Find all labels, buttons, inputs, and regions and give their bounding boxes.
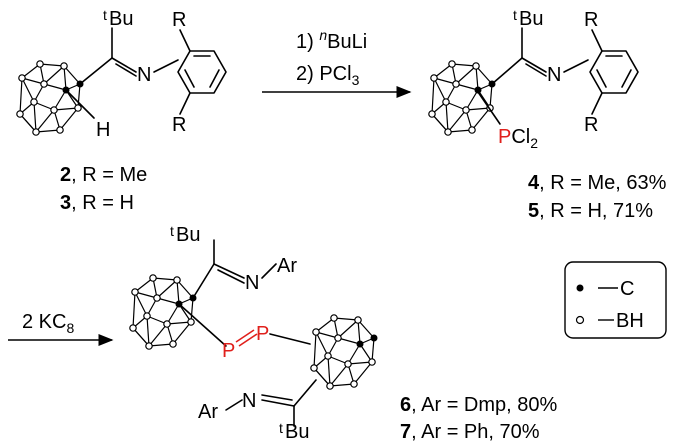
compound-5-label: 5, R = H, 71% bbox=[528, 200, 653, 222]
n-atom-3: N bbox=[245, 272, 259, 294]
compound-2-3-structure bbox=[16, 27, 227, 136]
n-atom-4: N bbox=[242, 390, 256, 412]
r-bottom-2: R bbox=[584, 114, 598, 136]
ar-top: Ar bbox=[277, 255, 297, 277]
compound-2-label: 2, R = Me bbox=[60, 164, 147, 186]
tbu-sup-4: t bbox=[279, 420, 283, 436]
carbon-dot-icon bbox=[576, 284, 584, 292]
legend-carbon: C bbox=[620, 278, 634, 300]
tbu-label-1: Bu bbox=[109, 8, 133, 30]
compound-6-7-structure bbox=[129, 239, 379, 427]
compound-4-5-structure bbox=[428, 27, 639, 136]
tbu-label-3: Bu bbox=[176, 224, 200, 246]
reagent-1: 1) nBuLi bbox=[296, 27, 367, 53]
reagent-2: 2) PCl3 bbox=[296, 63, 360, 88]
compound-4-label: 4, R = Me, 63% bbox=[528, 172, 667, 194]
compound-6-label: 6, Ar = Dmp, 80% bbox=[400, 394, 558, 416]
h-atom: H bbox=[96, 119, 110, 141]
ar-bottom: Ar bbox=[198, 401, 218, 423]
p-atom-2: P bbox=[256, 323, 269, 345]
legend-boron: BH bbox=[616, 310, 644, 332]
tbu-label-2: Bu bbox=[519, 8, 543, 30]
tbu-sup-2: t bbox=[513, 7, 517, 23]
compound-3-label: 3, R = H bbox=[60, 192, 134, 214]
tbu-sup-1: t bbox=[103, 7, 107, 23]
r-bottom-1: R bbox=[172, 114, 186, 136]
r-top-1: R bbox=[172, 9, 186, 31]
r-top-2: R bbox=[584, 9, 598, 31]
n-atom-1: N bbox=[137, 64, 151, 86]
reagent-kc8: 2 KC8 bbox=[22, 311, 74, 336]
tbu-sup-3: t bbox=[170, 223, 174, 239]
tbu-label-4: Bu bbox=[285, 421, 309, 443]
pcl2-group: PCl2 bbox=[498, 126, 538, 151]
n-atom-2: N bbox=[547, 64, 561, 86]
p-atom-1: P bbox=[222, 340, 235, 362]
boron-circle-icon bbox=[575, 315, 585, 325]
compound-7-label: 7, Ar = Ph, 70% bbox=[400, 421, 540, 443]
legend-box bbox=[564, 261, 667, 339]
